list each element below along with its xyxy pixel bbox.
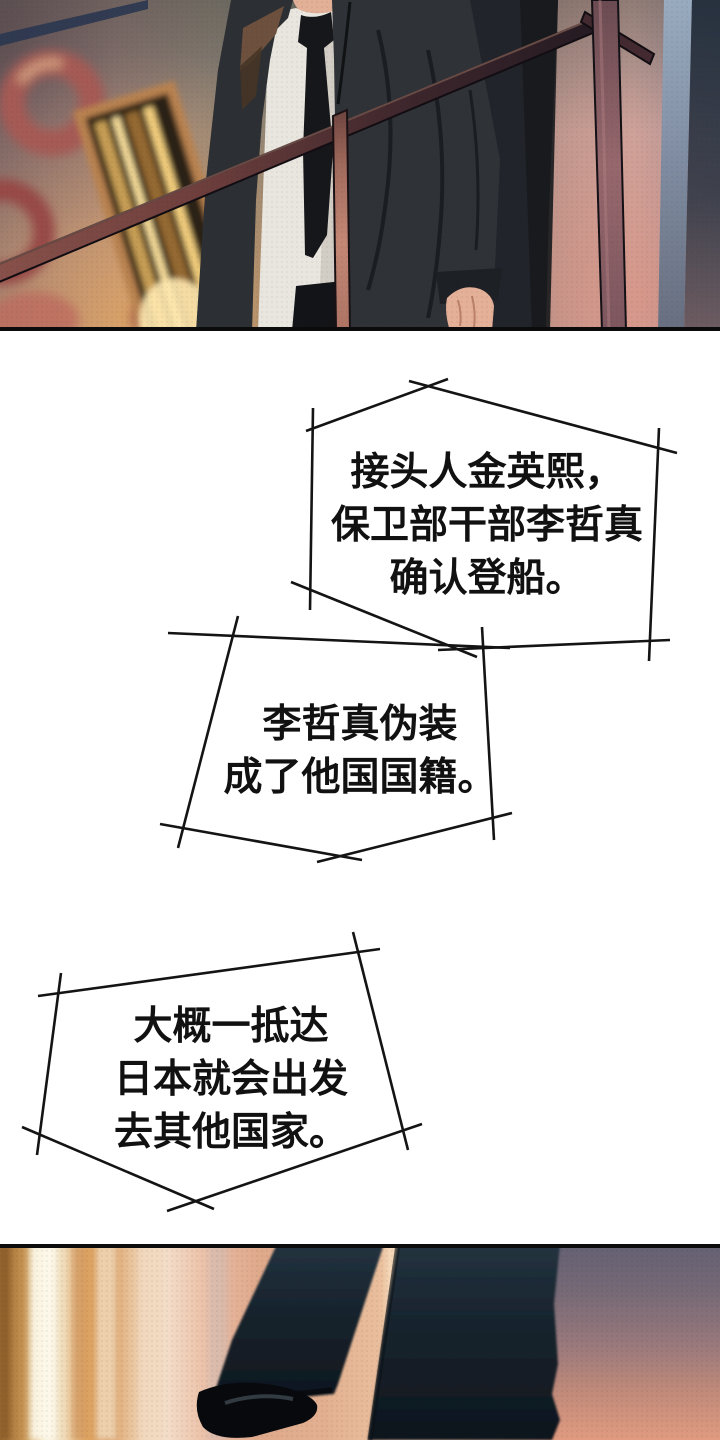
panel-top-art	[0, 0, 720, 331]
panel-bottom-illustration	[0, 1244, 720, 1440]
caption-line: 大概一抵达	[133, 1004, 329, 1049]
caption-line: 成了他国国籍。	[223, 755, 497, 800]
caption-line: 接头人金英熙，	[350, 450, 624, 495]
caption-box-1: 接头人金英熙， 保卫部干部李哲真 确认登船。	[287, 446, 687, 605]
halftone-texture	[0, 0, 720, 331]
caption-line: 李哲真伪装	[262, 702, 458, 747]
caption-line: 去其他国家。	[113, 1110, 348, 1155]
caption-line: 保卫部干部李哲真	[330, 503, 643, 548]
caption-box-3: 大概一抵达 日本就会出发 去其他国家。	[31, 1000, 431, 1159]
panel-top-illustration	[0, 0, 720, 331]
caption-box-2: 李哲真伪装 成了他国国籍。	[160, 698, 560, 804]
halftone-texture	[0, 1244, 720, 1440]
caption-line: 确认登船。	[389, 556, 585, 601]
panel-bottom-art	[0, 1244, 720, 1440]
caption-line: 日本就会出发	[113, 1057, 348, 1102]
